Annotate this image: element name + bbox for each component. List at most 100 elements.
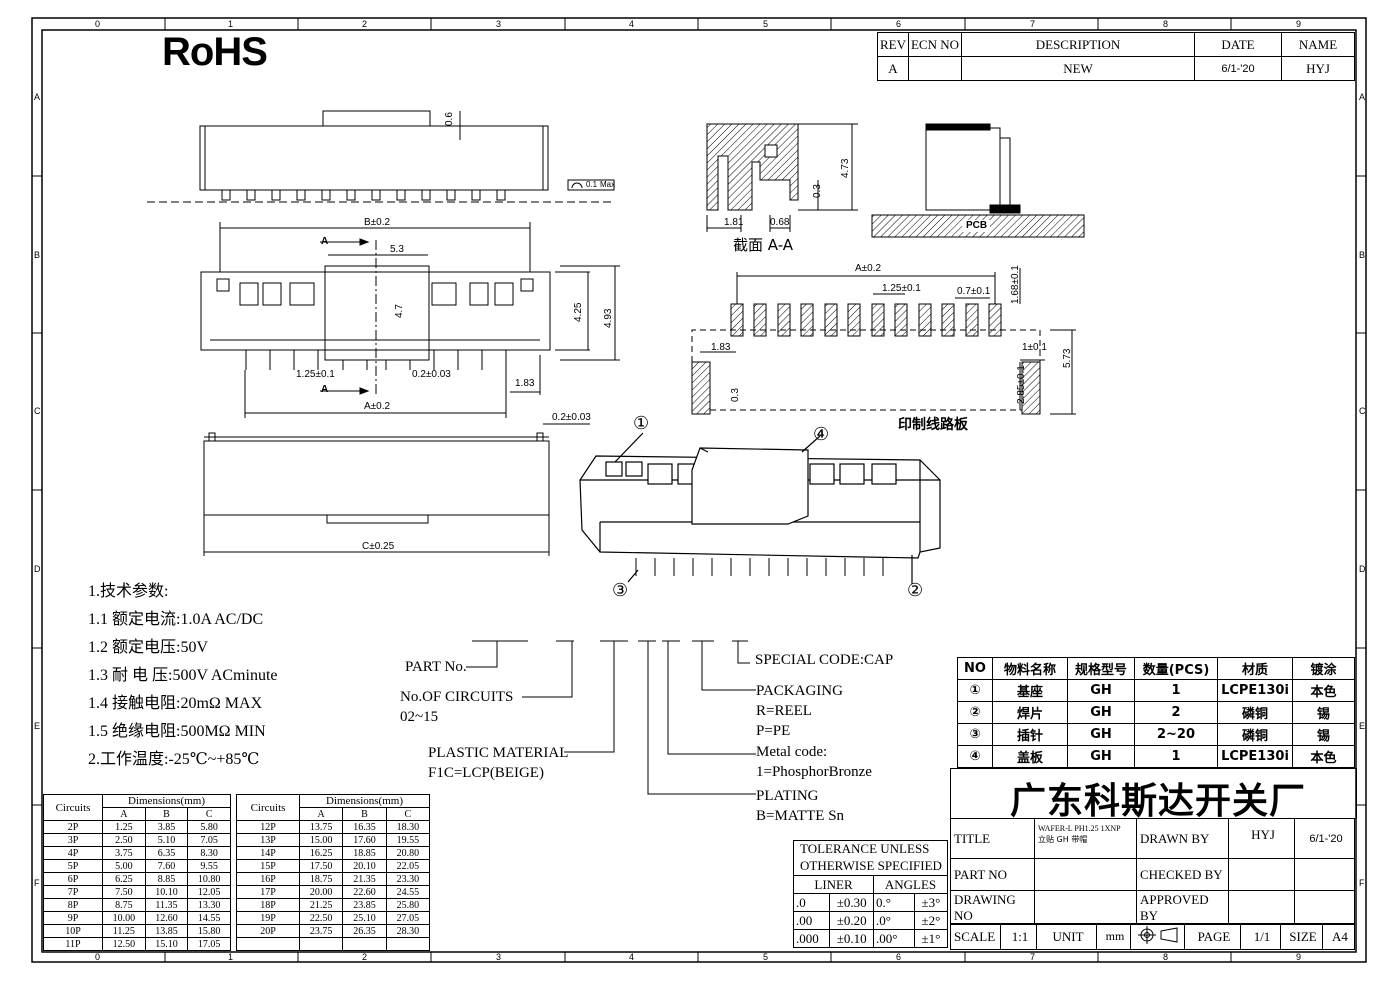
dim-4-7: 4.7 <box>394 304 405 318</box>
dim-0-2: 0.2±0.03 <box>552 412 591 423</box>
dimension-left-cell: 6.35 <box>144 846 189 860</box>
dimension-right-cell <box>385 937 431 951</box>
inner-frame <box>41 29 1357 953</box>
bom-cell: ② <box>957 701 993 724</box>
plastic-value: F1C=LCP(BEIGE) <box>428 765 544 781</box>
bom-cell: ① <box>957 679 993 702</box>
dimension-left-cell: 12.60 <box>144 911 189 925</box>
dimension-left-cell: 7.60 <box>144 859 189 873</box>
dimension-right-cell: 20P <box>236 924 300 938</box>
zone-row-f-right: F <box>1359 878 1365 888</box>
drawn-by-name: HYJ <box>1228 818 1295 859</box>
rev-value: A <box>877 56 909 81</box>
dimension-left-cell: 6.25 <box>102 872 146 886</box>
tolerance-row: .00±0.20.0°±2° <box>792 911 949 930</box>
zone-row-d: D <box>34 564 41 574</box>
tolerance-table: TOLERANCE UNLESS OTHERWISE SPECIFIED LIN… <box>792 840 949 948</box>
zone-ticks <box>32 18 1366 962</box>
bom-cell: 本色 <box>1292 745 1355 768</box>
bom-cell: GH <box>1067 745 1135 768</box>
bom-cell: 锡 <box>1292 723 1355 746</box>
zone-col-3-bottom: 3 <box>496 952 502 962</box>
bom-header-qty: 数量(PCS) <box>1134 657 1218 680</box>
ecn-value <box>908 56 962 81</box>
angles-header: ANGLES <box>873 875 948 894</box>
unit-value: mm <box>1096 923 1131 950</box>
dimension-right-row <box>236 937 431 951</box>
date-value: 6/1-'20 <box>1194 56 1282 81</box>
spec-contact-resistance: 1.4 接触电阻:20mΩ MAX <box>88 695 263 712</box>
dimension-left-cell: 15.80 <box>187 924 231 938</box>
dim-1-83: 1.83 <box>515 378 535 389</box>
dimension-right-cell: 13.75 <box>298 820 344 834</box>
spec-insulation: 1.5 绝缘电阻:500MΩ MIN <box>88 723 266 740</box>
dim-b: B±0.2 <box>364 217 391 228</box>
bom-cell: GH <box>1067 679 1135 702</box>
page-value: 1/1 <box>1240 923 1281 950</box>
dimension-right-cell: 25.80 <box>385 898 431 912</box>
section-marker-bottom: A <box>321 384 329 395</box>
bom-cell: ④ <box>957 745 993 768</box>
dimension-right-cell: 18.75 <box>298 872 344 886</box>
dimension-left-cell: 8.85 <box>144 872 189 886</box>
dimension-right-cell: 26.35 <box>342 924 387 938</box>
dimension-left-cell: 5.10 <box>144 833 189 847</box>
description-value: NEW <box>961 56 1195 81</box>
dim-pcb-pitch: 1.25±0.1 <box>882 283 921 294</box>
zone-row-a-right: A <box>1359 92 1366 102</box>
tolerance-cell: .00 <box>792 911 831 930</box>
dimension-left-cell: 5.80 <box>187 820 231 834</box>
rev-header: REV <box>877 32 909 57</box>
dim-section-0-3: 0.3 <box>812 184 823 198</box>
dimension-left-cell: 15.10 <box>144 937 189 951</box>
tolerance-cell: ±2° <box>913 911 949 930</box>
dimension-right-cell <box>236 937 300 951</box>
bom-cell: 焊片 <box>992 701 1068 724</box>
zone-row-d-right: D <box>1359 564 1366 574</box>
dimension-right-cell: 16P <box>236 872 300 886</box>
drawing-no-value <box>1034 890 1137 925</box>
title-value-line-2: 立贴 GH 带帽 <box>1038 835 1088 844</box>
revision-table: REV ECN NO DESCRIPTION DATE NAME A NEW 6… <box>877 32 1355 81</box>
approved-by-name <box>1228 890 1295 925</box>
zone-col-7: 7 <box>1030 19 1036 29</box>
spec-withstand: 1.3 耐 电 压:500V ACminute <box>88 667 278 684</box>
dimension-right-cell <box>342 937 387 951</box>
dimension-right-cell: 21.25 <box>298 898 344 912</box>
dimension-right-cell: 27.05 <box>385 911 431 925</box>
rohs-label: RoHS <box>162 30 268 74</box>
dimension-left-cell: 4P <box>43 846 103 860</box>
dimension-left-cell: 12.50 <box>102 937 146 951</box>
zone-col-0-bottom: 0 <box>95 952 101 962</box>
zone-col-5: 5 <box>763 19 769 29</box>
zone-col-3: 3 <box>496 19 502 29</box>
description-header: DESCRIPTION <box>961 32 1195 57</box>
callout-1: ① <box>633 413 650 434</box>
iso-pins <box>635 558 884 576</box>
dimension-left-cell: 7.50 <box>102 885 146 899</box>
dimension-right-cell: 19P <box>236 911 300 925</box>
bom-header-spec: 规格型号 <box>1067 657 1135 680</box>
zone-row-f: F <box>34 878 40 888</box>
dimension-right-cell: 28.30 <box>385 924 431 938</box>
zone-row-b-right: B <box>1359 250 1366 260</box>
dim-pcb-1-68: 1.68±0.1 <box>1010 265 1021 304</box>
dim-4-73: 4.73 <box>840 158 851 178</box>
bom-header-material: 材质 <box>1217 657 1293 680</box>
dim-a: A±0.2 <box>364 401 391 412</box>
dimension-right-cell: 17.60 <box>342 833 387 847</box>
zone-row-c: C <box>34 406 41 416</box>
